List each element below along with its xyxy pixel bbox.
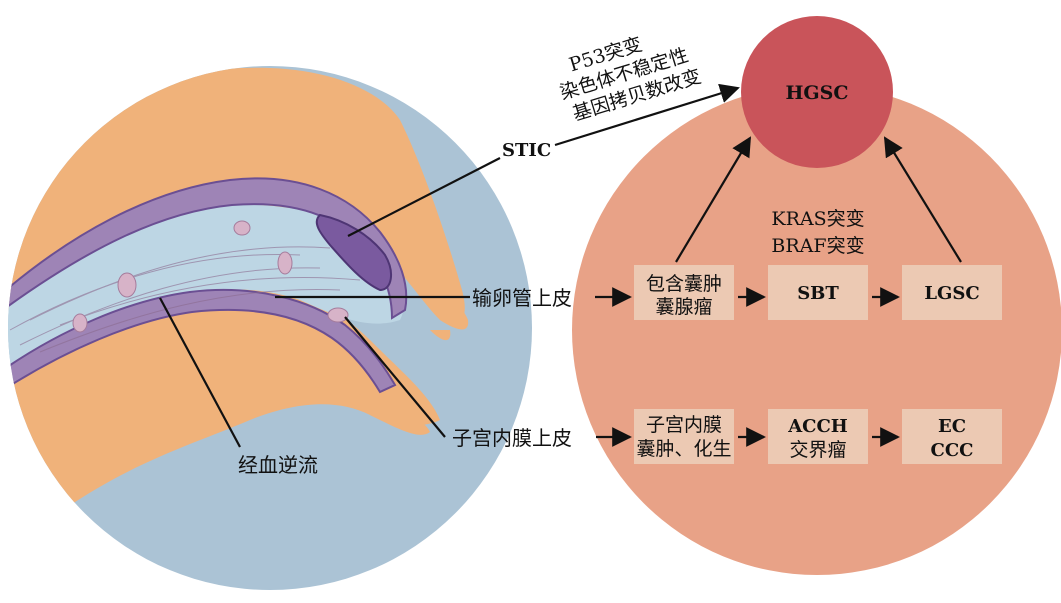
lower-epithelium <box>8 288 397 394</box>
p53-labels: P53突变 染色体不稳定性 基因拷贝数改变 <box>557 33 703 125</box>
lgsc-box: LGSC <box>902 265 1002 320</box>
cyst-to-hgsc-arrow <box>675 136 752 263</box>
kras-label: KRAS突变 <box>771 208 864 230</box>
ec-ccc-box: EC CCC <box>902 409 1002 464</box>
leader-lines <box>159 157 501 448</box>
endometrial-epithelium-label: 子宫内膜上皮 <box>452 426 572 450</box>
ccc-label: CCC <box>931 440 974 461</box>
hgsc-circle <box>741 16 893 168</box>
ec-label: EC <box>938 416 966 437</box>
stroma-fibers <box>9 246 361 353</box>
fallopian-tube-illustration <box>8 66 532 590</box>
inclusion-cyst-label-2: 囊腺瘤 <box>655 296 712 318</box>
endometrial-leader <box>344 316 446 438</box>
upper-epithelium <box>8 177 408 320</box>
stic-label: STIC <box>502 140 551 161</box>
inclusion-cyst-box: 包含囊肿 囊腺瘤 <box>634 265 734 320</box>
arrows <box>554 83 962 447</box>
retrograde-menstruation-label: 经血逆流 <box>238 453 318 477</box>
sbt-label: SBT <box>797 283 839 304</box>
floating-cells <box>72 220 349 333</box>
sbt-box: SBT <box>768 265 868 320</box>
fimbria <box>370 410 430 435</box>
retrograde-leader <box>159 297 241 448</box>
stic-lesion <box>315 213 392 292</box>
endometrial-cyst-box: 子宫内膜 囊肿、化生 <box>634 409 734 464</box>
endometrial-cyst-label-1: 子宫内膜 <box>646 414 722 436</box>
fimbria <box>440 295 469 330</box>
fimbria <box>430 330 451 341</box>
stic-leader <box>347 157 501 237</box>
lgsc-label: LGSC <box>924 283 979 304</box>
braf-label: BRAF突变 <box>771 235 864 257</box>
acch-box: ACCH 交界瘤 <box>768 409 868 464</box>
acch-label-1: ACCH <box>787 416 848 437</box>
hgsc-node: HGSC <box>741 16 893 168</box>
hgsc-label: HGSC <box>785 82 848 104</box>
endometrial-cyst-label-2: 囊肿、化生 <box>636 438 731 460</box>
stic-to-hgsc-arrow <box>554 83 740 147</box>
lgsc-to-hgsc-arrow <box>883 136 962 263</box>
tubal-epithelium-label: 输卵管上皮 <box>472 286 572 310</box>
lower-tissue <box>8 281 440 560</box>
acch-label-2: 交界瘤 <box>789 439 846 461</box>
inclusion-cyst-label-1: 包含囊肿 <box>646 273 722 295</box>
